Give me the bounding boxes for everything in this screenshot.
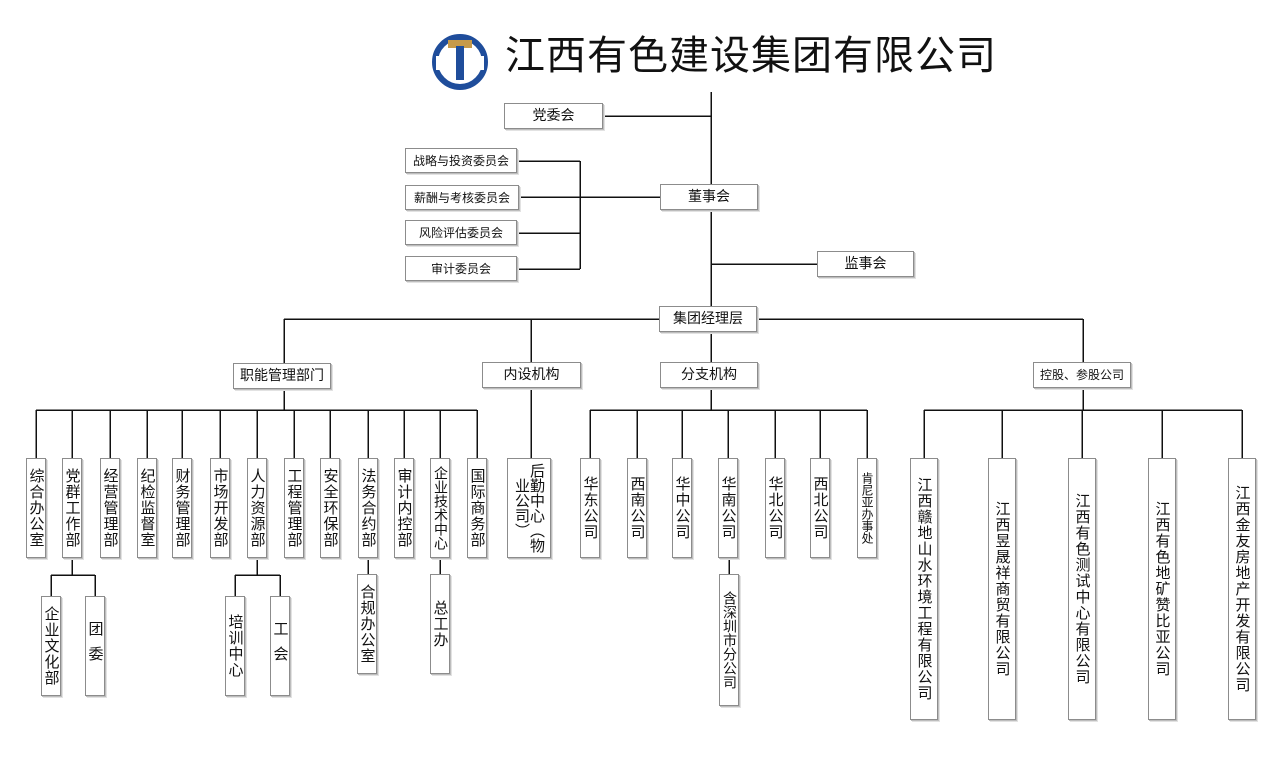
dept-finance: 财务管理部 (172, 458, 192, 558)
internal-logistics-text: 后勤中心（物业公司） (513, 463, 546, 553)
sub-chief-engineer-office: 总工办 (430, 574, 450, 674)
branch-northwest: 西北公司 (810, 458, 830, 558)
sub-union: 工会 (270, 596, 290, 696)
internal-logistics-center: 后勤中心（物业公司） (507, 458, 551, 558)
branch-shenzhen: 含深圳市分公司 (719, 574, 739, 706)
dept-engineering: 工程管理部 (284, 458, 304, 558)
branch-east-china: 华东公司 (580, 458, 600, 558)
holding-testing-center: 江西有色测试中心有限公司 (1068, 458, 1096, 720)
dept-international: 国际商务部 (467, 458, 487, 558)
category-functional: 职能管理部门 (233, 363, 331, 389)
node-party-committee: 党委会 (504, 103, 603, 129)
category-branches: 分支机构 (660, 362, 758, 388)
sub-youth-league: 团委 (85, 596, 105, 696)
category-internal: 内设机构 (482, 362, 581, 388)
branch-central-china: 华中公司 (672, 458, 692, 558)
dept-market: 市场开发部 (210, 458, 230, 558)
branch-south-china: 华南公司 (718, 458, 738, 558)
company-logo-icon (432, 34, 488, 90)
page-title: 江西有色建设集团有限公司 (505, 33, 997, 79)
branch-southwest: 西南公司 (627, 458, 647, 558)
dept-party-work: 党群工作部 (62, 458, 82, 558)
holding-jinyou-realestate: 江西金友房地产开发有限公司 (1228, 458, 1256, 720)
dept-hr: 人力资源部 (247, 458, 267, 558)
holding-yushengxiang-trade: 江西昱晟祥商贸有限公司 (988, 458, 1016, 720)
branch-north-china: 华北公司 (765, 458, 785, 558)
sub-training-center: 培训中心 (225, 596, 245, 696)
dept-tech-center: 企业技术中心 (430, 458, 450, 558)
dept-discipline: 纪检监督室 (137, 458, 157, 558)
dept-audit-control: 审计内控部 (394, 458, 414, 558)
committee-audit: 审计委员会 (405, 256, 517, 281)
node-supervisors: 监事会 (817, 251, 914, 277)
holding-zambia: 江西有色地矿赞比亚公司 (1148, 458, 1176, 720)
category-holdings: 控股、参股公司 (1033, 362, 1131, 388)
dept-legal: 法务合约部 (358, 458, 378, 558)
sub-enterprise-culture: 企业文化部 (41, 596, 61, 696)
dept-operations: 经营管理部 (100, 458, 120, 558)
committee-compensation: 薪酬与考核委员会 (405, 185, 519, 210)
holding-gandi-environment: 江西赣地山水环境工程有限公司 (910, 458, 938, 720)
sub-compliance-office: 合规办公室 (357, 574, 377, 674)
dept-general-office: 综合办公室 (26, 458, 46, 558)
node-management: 集团经理层 (659, 306, 757, 332)
committee-strategy: 战略与投资委员会 (405, 148, 517, 173)
dept-safety: 安全环保部 (320, 458, 340, 558)
committee-risk: 风险评估委员会 (405, 220, 517, 245)
node-board: 董事会 (660, 184, 758, 210)
branch-kenya-office: 肯尼亚办事处 (857, 458, 877, 558)
